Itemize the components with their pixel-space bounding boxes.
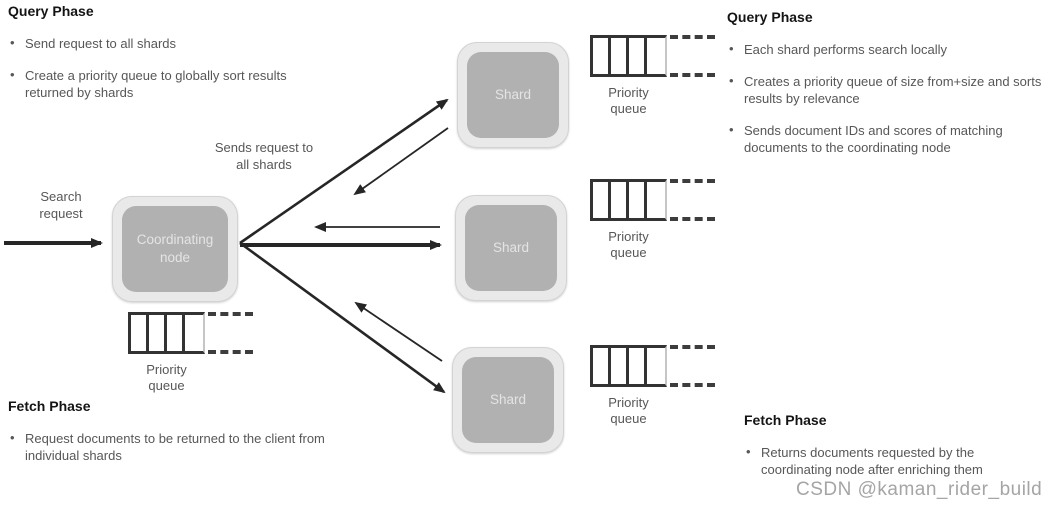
priority-queue-label: Priority queue: [146, 362, 187, 393]
coordinating-node: Coordinating node: [112, 196, 238, 302]
search-request-label: Search request: [39, 189, 83, 221]
priority-queue-shard-bottom: Priority queue: [590, 345, 720, 445]
queue-dash-icon: [208, 312, 253, 316]
left-fetch-phase-section: Fetch Phase Request documents to be retu…: [8, 398, 353, 479]
bullet-item: Creates a priority queue of size from+si…: [727, 72, 1043, 107]
shard-label: Shard: [489, 392, 527, 407]
priority-queue-label: Priority queue: [608, 395, 649, 426]
bullet-item: Each shard performs search locally: [727, 40, 1043, 58]
watermark-text: CSDN @kaman_rider_build: [796, 479, 1043, 500]
shard-label: Shard: [494, 87, 532, 102]
left-query-phase-section: Query Phase Send request to all shards C…: [8, 3, 292, 116]
shard-node-middle: Shard: [455, 195, 567, 301]
coordinating-node-body: Coordinating node: [122, 206, 228, 292]
priority-queue-label: Priority queue: [608, 229, 649, 260]
queue-dash-icon: [670, 217, 715, 221]
queue-dash-icon: [670, 345, 715, 349]
bullet-item: Sends document IDs and scores of matchin…: [727, 121, 1043, 156]
priority-queue-shard-middle: Priority queue: [590, 179, 720, 279]
priority-queue-coordinating: Priority queue: [128, 312, 258, 412]
queue-dash-icon: [670, 179, 715, 183]
sends-request-label: Sends request to all shards: [214, 140, 314, 172]
shard-label: Shard: [492, 240, 530, 255]
priority-queue-shard-top: Priority queue: [590, 35, 720, 135]
shard-node-bottom: Shard: [452, 347, 564, 453]
priority-queue-label: Priority queue: [608, 85, 649, 116]
bullet-list: Returns documents requested by the coord…: [744, 443, 996, 478]
bullet-list: Send request to all shards Create a prio…: [8, 34, 292, 101]
bullet-item: Create a priority queue to globally sort…: [8, 66, 292, 101]
response-arrow-top-shard: [353, 127, 449, 196]
queue-dash-icon: [670, 73, 715, 77]
section-title: Query Phase: [727, 9, 813, 25]
bullet-item: Returns documents requested by the coord…: [744, 443, 996, 478]
shard-node-body: Shard: [462, 357, 554, 443]
queue-dash-icon: [208, 350, 253, 354]
section-title: Fetch Phase: [8, 398, 91, 414]
queue-dash-icon: [670, 35, 715, 39]
priority-queue-icon: [128, 312, 205, 354]
right-fetch-phase-section: Fetch Phase Returns documents requested …: [744, 412, 996, 493]
response-arrow-bottom-shard: [354, 301, 443, 362]
bullet-list: Each shard performs search locally Creat…: [727, 40, 1043, 156]
shard-node-top: Shard: [457, 42, 569, 148]
section-title: Fetch Phase: [744, 412, 827, 428]
bullet-list: Request documents to be returned to the …: [8, 429, 353, 464]
queue-dash-icon: [670, 383, 715, 387]
priority-queue-icon: [590, 345, 667, 387]
right-query-phase-section: Query Phase Each shard performs search l…: [727, 9, 1043, 171]
section-title: Query Phase: [8, 3, 94, 19]
bullet-item: Send request to all shards: [8, 34, 292, 52]
coordinating-node-label: Coordinating node: [136, 232, 214, 265]
request-arrow-bottom-shard: [239, 241, 446, 394]
priority-queue-icon: [590, 35, 667, 77]
shard-node-body: Shard: [467, 52, 559, 138]
priority-queue-icon: [590, 179, 667, 221]
shard-node-body: Shard: [465, 205, 557, 291]
bullet-item: Request documents to be returned to the …: [8, 429, 353, 464]
